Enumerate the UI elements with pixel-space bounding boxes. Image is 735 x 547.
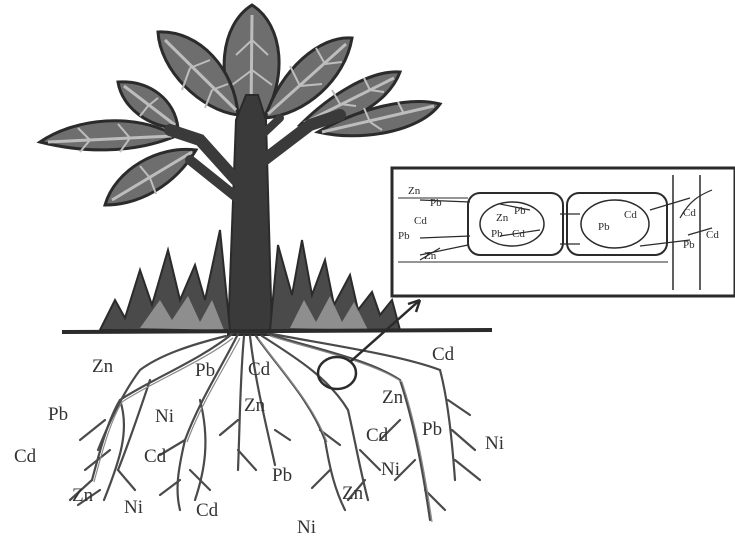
root-cell-inset xyxy=(392,168,735,296)
cell-label-cd: Cd xyxy=(414,216,427,227)
root-label-pb: Pb xyxy=(422,420,442,439)
ground-line xyxy=(62,330,492,332)
root-label-cd: Cd xyxy=(14,447,36,466)
cell-label-pb: Pb xyxy=(683,240,695,251)
cell-label-zn: Zn xyxy=(408,186,420,197)
cell-label-pb: Pb xyxy=(491,229,503,240)
root-label-pb: Pb xyxy=(272,466,292,485)
cell-label-pb: Pb xyxy=(430,198,442,209)
root-label-cd: Cd xyxy=(196,501,218,520)
root-label-zn: Zn xyxy=(244,396,265,415)
root-label-pb: Pb xyxy=(195,361,215,380)
cell-label-pb: Pb xyxy=(398,231,410,242)
cell-label-zn: Zn xyxy=(496,213,508,224)
root-label-zn: Zn xyxy=(382,388,403,407)
root-label-cd: Cd xyxy=(248,360,270,379)
root-label-ni: Ni xyxy=(381,460,400,479)
root-label-cd: Cd xyxy=(432,345,454,364)
root-label-cd: Cd xyxy=(366,426,388,445)
root-label-ni: Ni xyxy=(155,407,174,426)
cell-label-cd: Cd xyxy=(512,229,525,240)
root-label-zn: Zn xyxy=(92,357,113,376)
cell-label-cd: Cd xyxy=(706,230,719,241)
leaf-far-left xyxy=(40,121,176,152)
root-label-pb: Pb xyxy=(48,405,68,424)
leaf-lower-left xyxy=(105,149,196,205)
cell-label-cd: Cd xyxy=(624,210,637,221)
cell-label-zn: Zn xyxy=(424,251,436,262)
root-label-ni: Ni xyxy=(124,498,143,517)
cell-label-cd: Cd xyxy=(683,208,696,219)
root-label-zn: Zn xyxy=(342,484,363,503)
cell-label-pb: Pb xyxy=(598,222,610,233)
root-label-zn: Zn xyxy=(72,486,93,505)
root-label-ni: Ni xyxy=(297,518,316,537)
root-label-ni: Ni xyxy=(485,434,504,453)
root-system xyxy=(70,334,480,520)
root-label-cd: Cd xyxy=(144,447,166,466)
cell-label-pb: Pb xyxy=(514,206,526,217)
